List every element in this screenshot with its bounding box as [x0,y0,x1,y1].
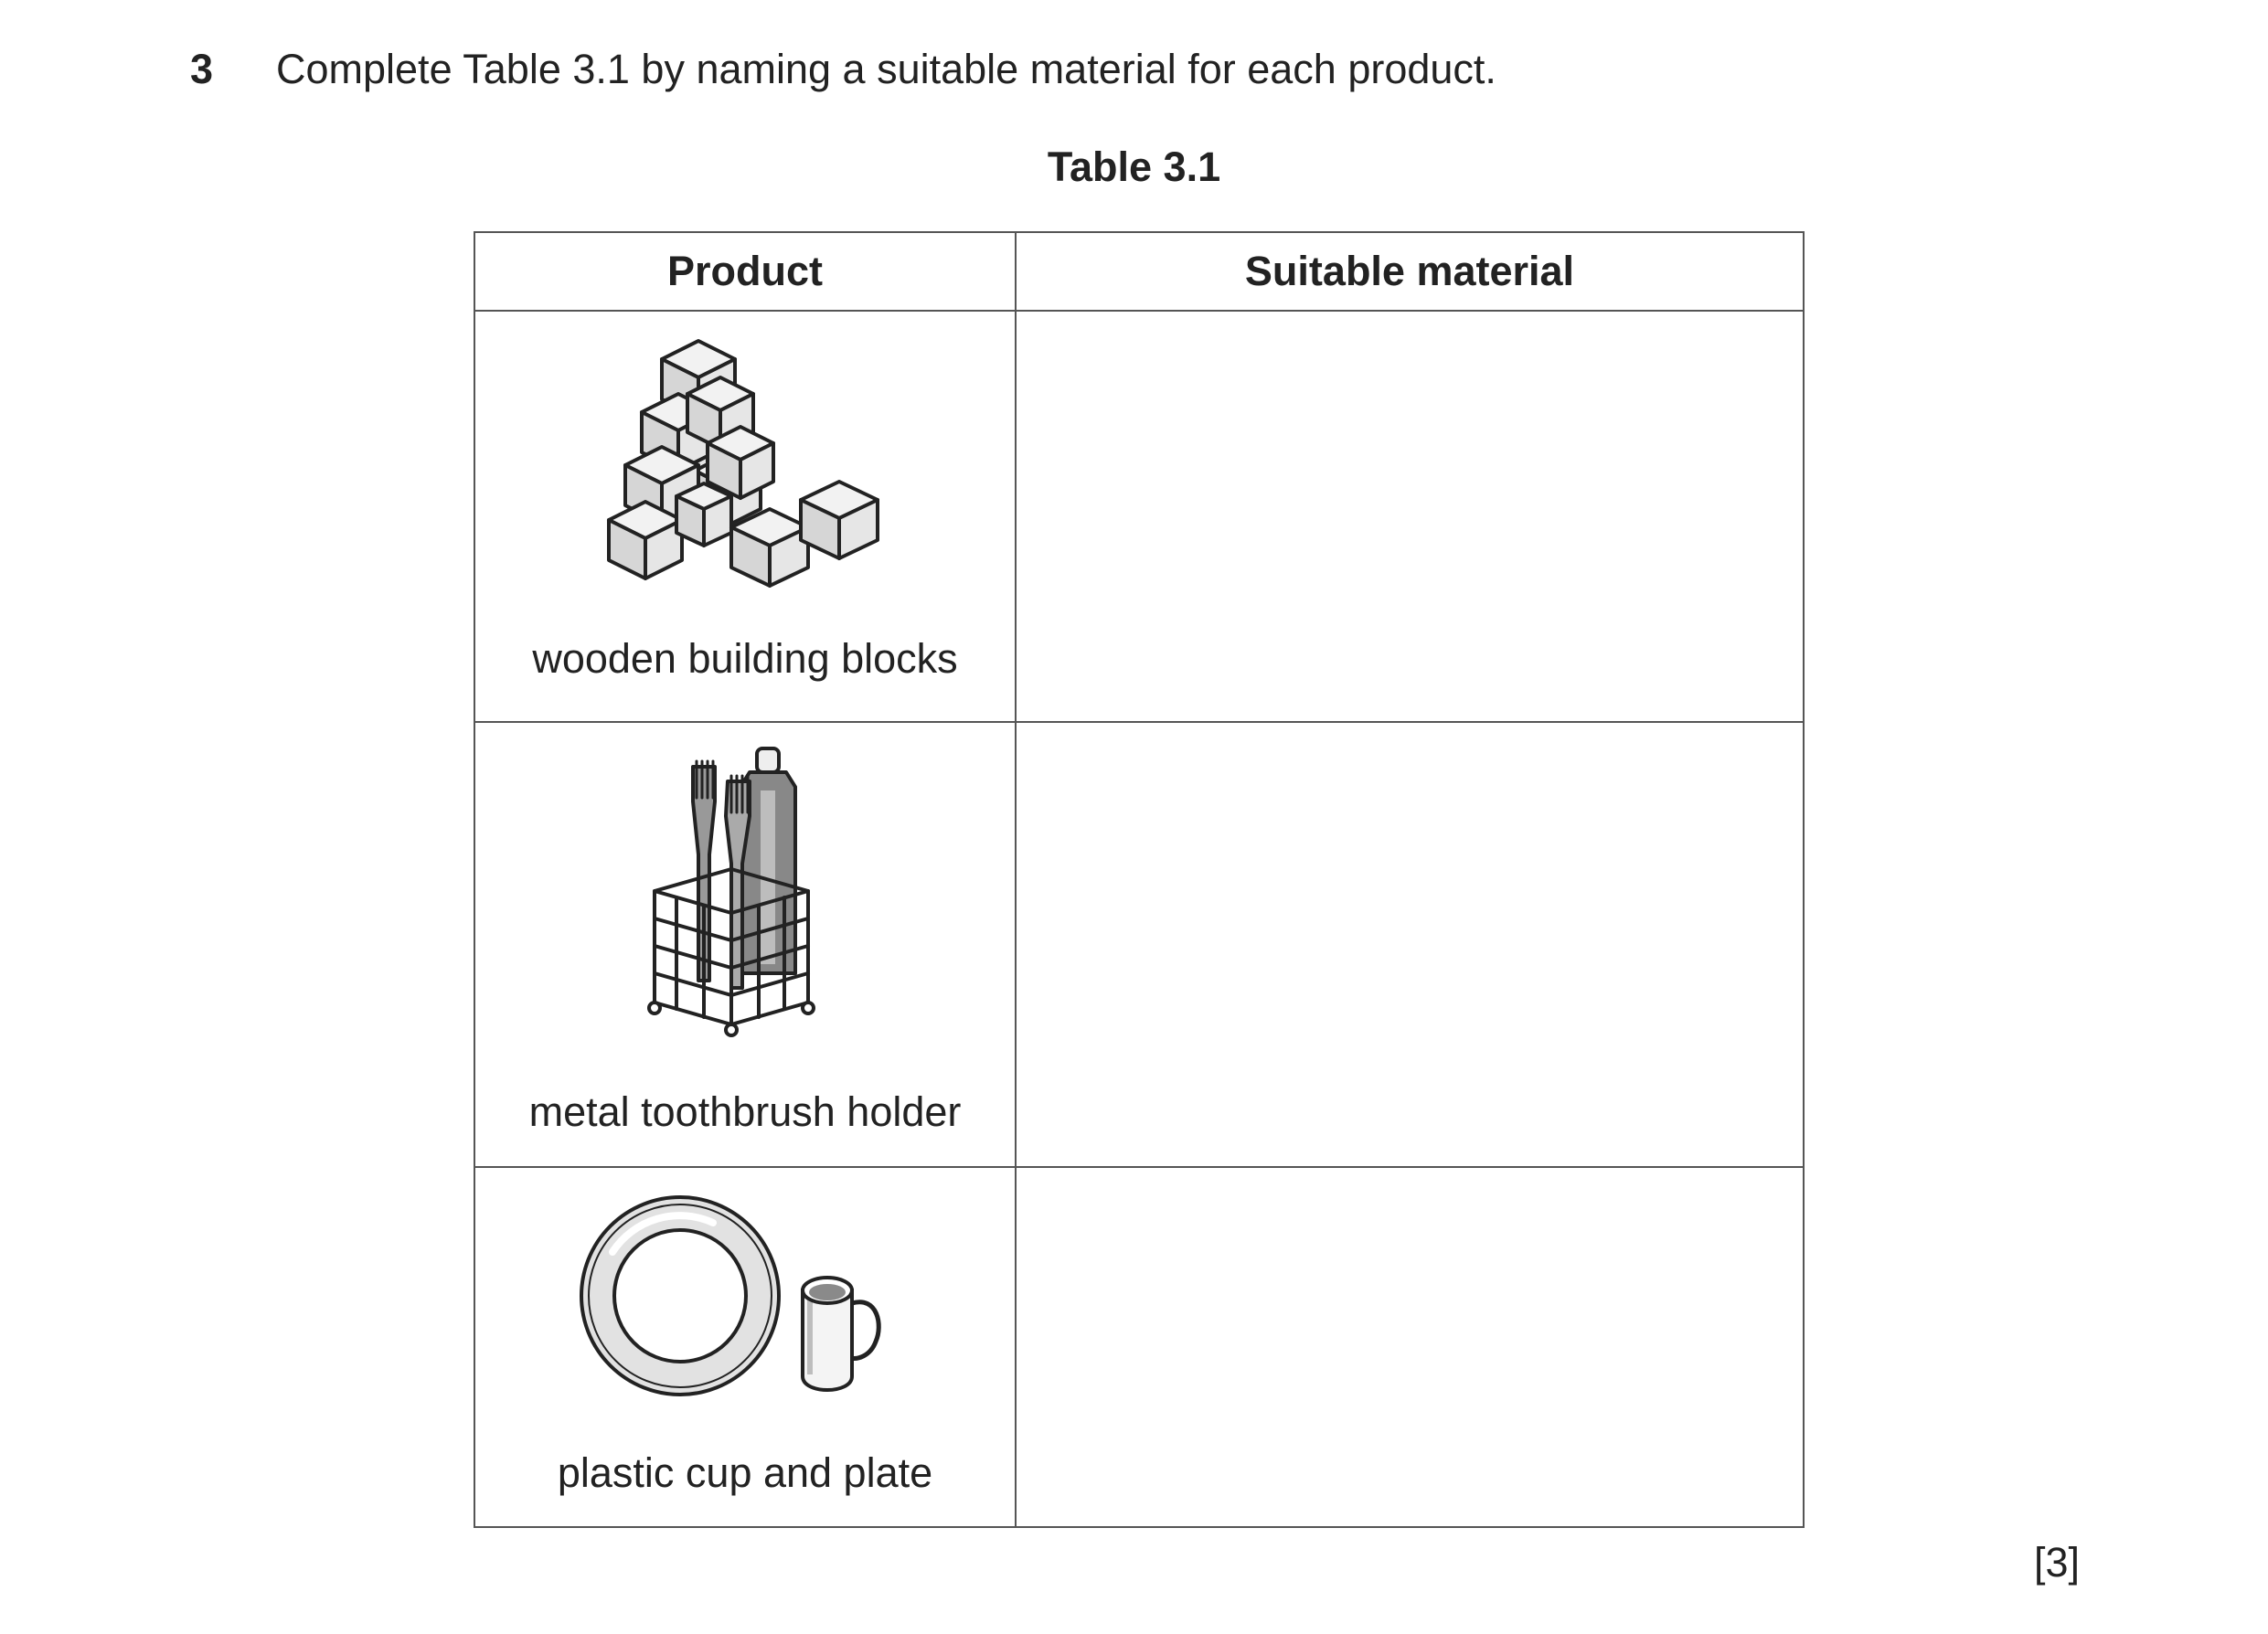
products-table: Product Suitable material [474,231,1805,1528]
material-answer-cell[interactable] [1015,310,1805,723]
toothbrush-holder-icon [647,747,815,1037]
table-caption: Table 3.1 [1047,143,1221,190]
marks-allocation: [3] [2034,1539,2081,1586]
table-row: plastic cup and plate [474,1166,1805,1528]
material-answer-cell[interactable] [1015,1166,1805,1528]
building-blocks-icon [607,339,879,588]
table-row: metal toothbrush holder [474,721,1805,1168]
question-number: 3 [190,46,214,92]
product-cell: metal toothbrush holder [474,721,1017,1168]
product-cell: wooden building blocks [474,310,1017,723]
question-text: Complete Table 3.1 by naming a suitable … [276,46,1496,92]
product-label: plastic cup and plate [557,1449,933,1496]
product-cell: plastic cup and plate [474,1166,1017,1528]
product-column-header: Product [474,231,1017,312]
product-label: metal toothbrush holder [528,1088,962,1135]
table-row: wooden building blocks [474,310,1805,723]
material-answer-cell[interactable] [1015,721,1805,1168]
cup-and-plate-icon [580,1195,881,1396]
table-header-row: Product Suitable material [474,231,1805,312]
product-label: wooden building blocks [532,635,958,682]
material-column-header: Suitable material [1015,231,1805,312]
